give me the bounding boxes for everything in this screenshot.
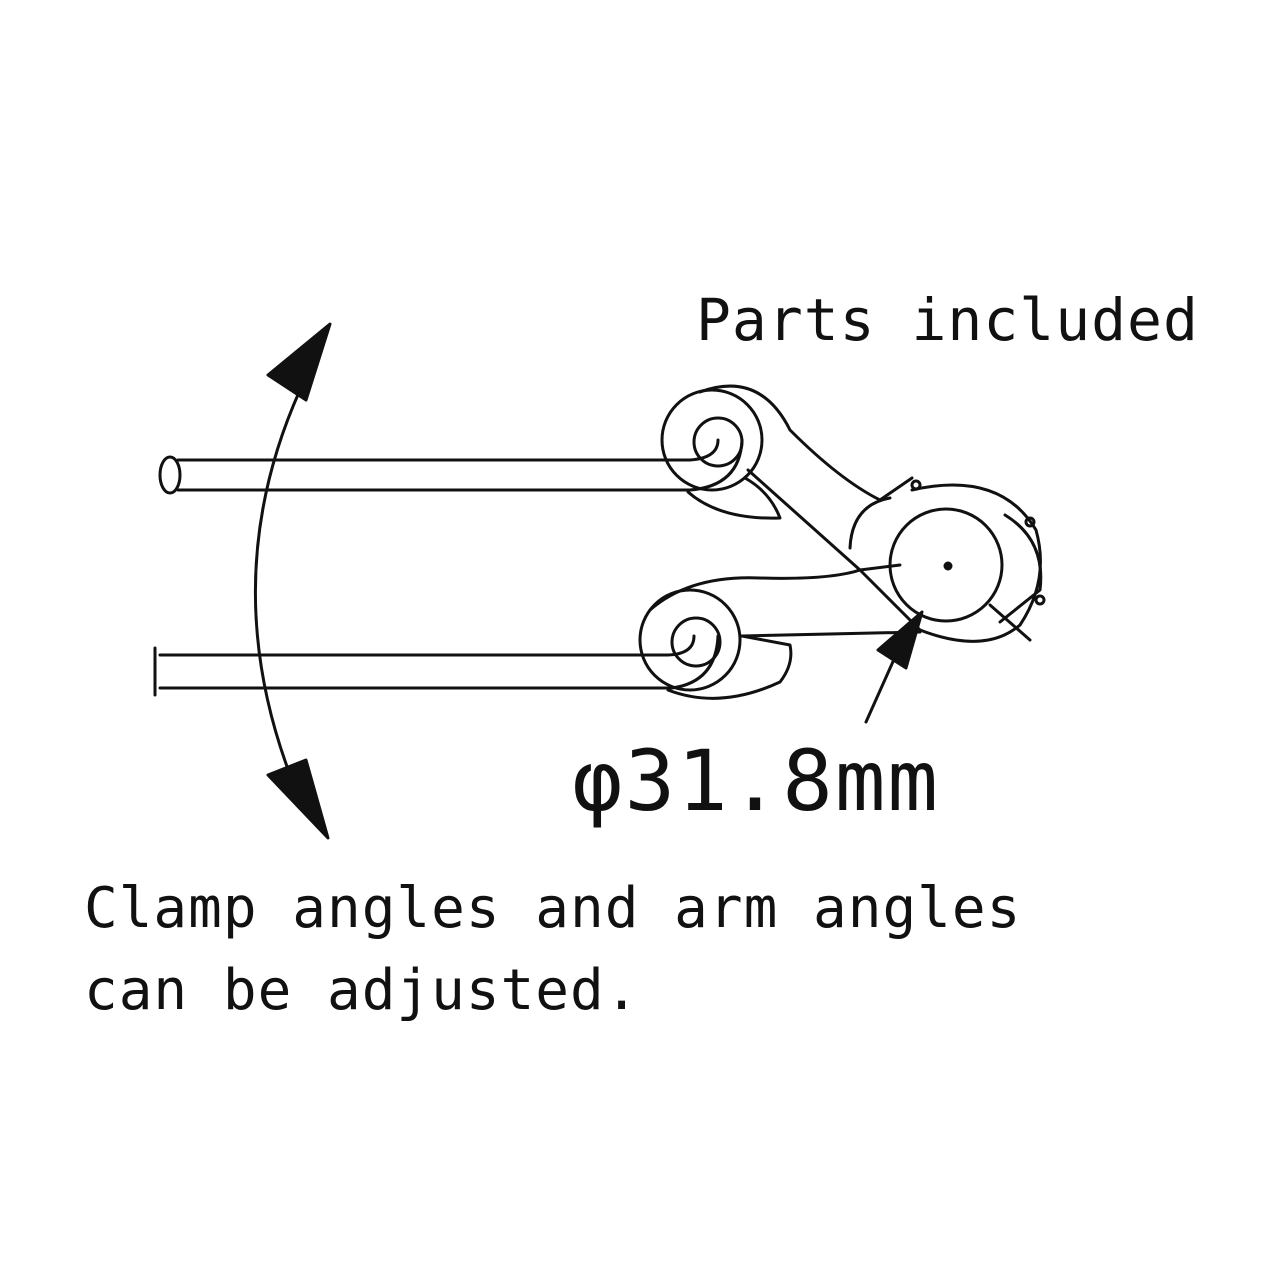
upper-arm (158, 388, 782, 520)
lower-arm (153, 588, 793, 700)
linkage-plate (648, 384, 922, 638)
leader-arrow-icon (864, 610, 924, 724)
handlebar-clamp (888, 479, 1046, 643)
adjustment-caption: Clamp angles and arm angles can be adjus… (84, 868, 1021, 1032)
caption-line-2: can be adjusted. (84, 958, 640, 1023)
caption-line-1: Clamp angles and arm angles (84, 876, 1022, 941)
parts-included-label: Parts included (696, 286, 1199, 354)
diameter-label: φ31.8mm (572, 732, 941, 830)
rotation-arc-arrow-icon (253, 322, 332, 840)
